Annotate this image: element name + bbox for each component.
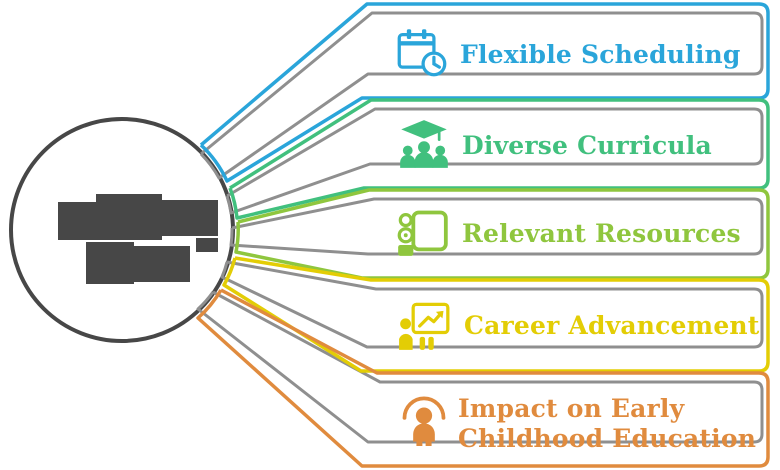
- child-figure-icon: [402, 396, 446, 446]
- callout-shape-career-advancement: [222, 256, 770, 373]
- growth-chart-icon: [399, 302, 450, 350]
- callout-inner-shape-2: [225, 107, 764, 215]
- callout-shape-diverse-curricula: [228, 98, 770, 220]
- item-label-diverse-curricula: Diverse Curricula: [462, 131, 712, 160]
- person-with-book-icon: [397, 210, 448, 256]
- center-redacted-text: [58, 194, 218, 284]
- callout-inner-shape-5: [196, 290, 764, 444]
- item-label-impact-ece: Impact on Early Childhood Education: [458, 394, 757, 453]
- item-label-relevant-resources: Relevant Resources: [462, 219, 741, 248]
- callout-shape-relevant-resources: [234, 188, 770, 280]
- item-label-career-advancement: Career Advancement: [464, 311, 760, 340]
- callout-inner-shape-3: [229, 197, 764, 256]
- calendar-clock-icon: [397, 29, 447, 77]
- callout-inner-shape-1: [199, 11, 764, 180]
- graduation-group-icon: [400, 120, 448, 168]
- item-label-flexible-scheduling: Flexible Scheduling: [460, 40, 741, 69]
- callout-shape-flexible-scheduling: [199, 2, 770, 183]
- callout-inner-shape-4: [220, 260, 764, 349]
- callout-shape-impact-ece: [196, 288, 770, 468]
